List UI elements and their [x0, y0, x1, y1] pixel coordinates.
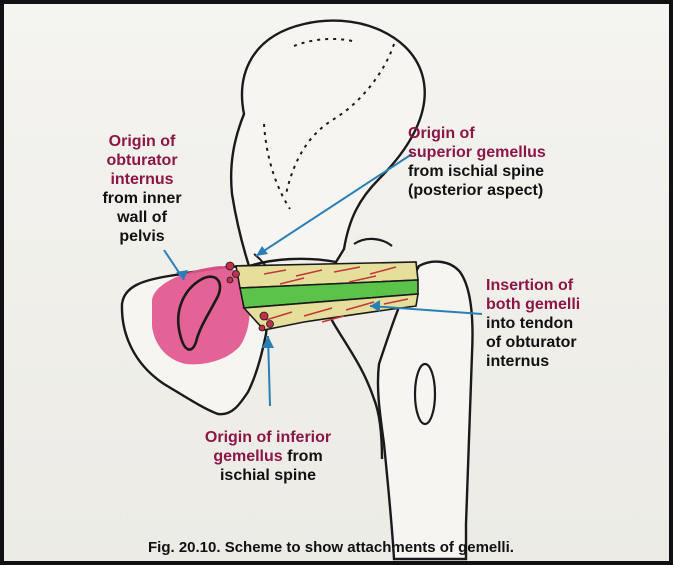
label-black-line: (posterior aspect): [408, 181, 608, 200]
label-red-line: internus: [82, 170, 202, 189]
label-red-line: Origin of: [408, 124, 608, 143]
label-black-line: pelvis: [82, 227, 202, 246]
label-red-line: superior gemellus: [408, 143, 608, 162]
label-red-line: Insertion of: [486, 276, 616, 295]
label-black-line: wall of: [82, 208, 202, 227]
label-red-line: Origin of: [82, 132, 202, 151]
femur-oval-mark: [415, 364, 435, 424]
label-black-line: internus: [486, 352, 616, 371]
femur-head-curve: [354, 239, 392, 246]
label-red-line: Origin of inferior: [168, 428, 368, 447]
label-red-line: gemellus: [213, 448, 282, 465]
label-red-line: both gemelli: [486, 295, 616, 314]
label-obturator-origin: Origin of obturator internus from inner …: [82, 132, 202, 246]
figure-caption: Fig. 20.10. Scheme to show attachments o…: [148, 539, 514, 556]
label-black-line: from inner: [82, 189, 202, 208]
label-red-line: obturator: [82, 151, 202, 170]
label-insertion: Insertion of both gemelli into tendon of…: [486, 276, 616, 371]
label-mixed-line: gemellus from: [168, 447, 368, 466]
label-black-line: of obturator: [486, 333, 616, 352]
label-black-inline: from: [287, 448, 323, 465]
label-inferior-origin: Origin of inferior gemellus from ischial…: [168, 428, 368, 485]
label-black-line: ischial spine: [168, 466, 368, 485]
label-superior-origin: Origin of superior gemellus from ischial…: [408, 124, 608, 200]
label-black-line: into tendon: [486, 314, 616, 333]
hip-bone-outline: [231, 21, 425, 266]
label-black-line: from ischial spine: [408, 162, 608, 181]
